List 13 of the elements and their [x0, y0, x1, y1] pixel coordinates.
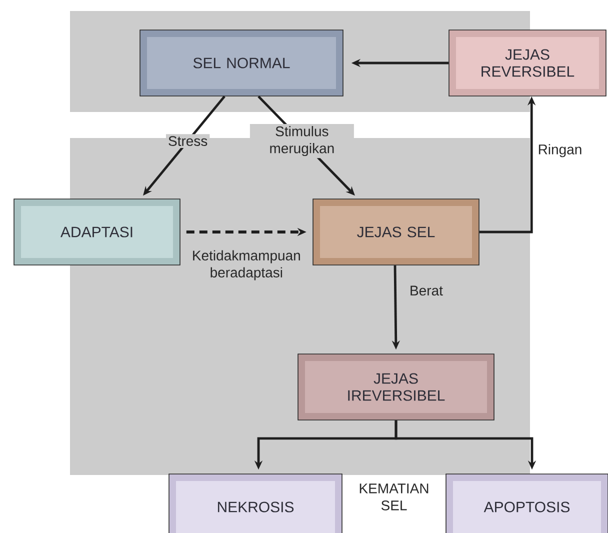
edge-label: Ringan [538, 144, 582, 158]
edge-label: Stress [166, 134, 210, 148]
process-box: ADAPTASI [14, 198, 180, 266]
process-box: NEKROSIS [168, 474, 342, 533]
group-label: KEMATIAN SEL [360, 484, 428, 510]
process-box: APOPTOSIS [446, 474, 608, 533]
process-box: JEJAS REVERSIBEL [448, 30, 606, 96]
process-box: SEL NORMAL [140, 30, 344, 96]
edge-label: Stimulus merugikan [250, 124, 354, 158]
edge-label: Berat [410, 286, 443, 296]
process-box: JEJAS SEL [312, 198, 480, 266]
process-box: JEJAS IREVERSIBEL [298, 354, 494, 420]
edge-label: Ketidakmampuan beradaptasi [193, 250, 300, 280]
